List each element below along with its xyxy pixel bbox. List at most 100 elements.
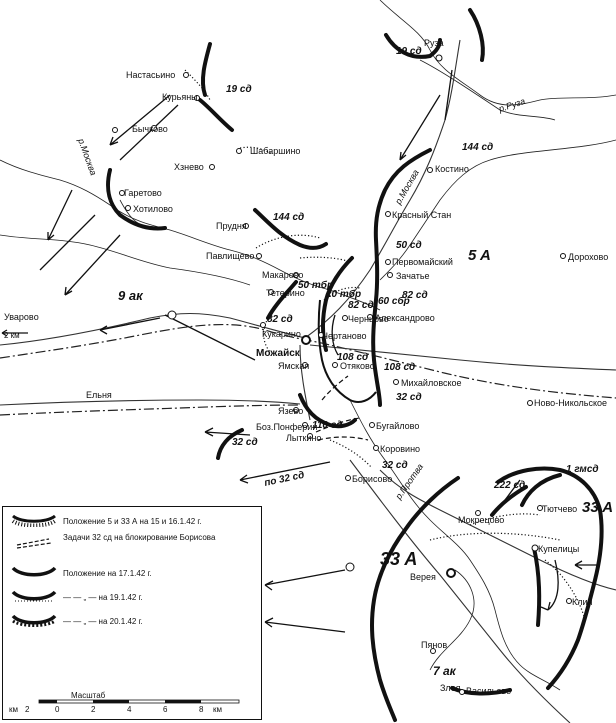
scale-ruler: [38, 699, 240, 704]
division-label: 50 сд: [396, 240, 422, 251]
scale-tick: 2: [91, 705, 96, 714]
army-label: 33 A: [582, 499, 613, 516]
town-label: Бугайлово: [376, 421, 419, 431]
town-label: Клин: [572, 597, 593, 607]
division-label: 108 сд: [337, 352, 368, 363]
town-label: Тютчево: [542, 504, 577, 514]
rivers: [0, 0, 616, 691]
division-label: 60 сбр: [378, 295, 410, 307]
town-label: Ново-Никольское: [534, 398, 607, 408]
town-label: Борисово: [352, 474, 392, 484]
town-label: Макарово: [262, 270, 303, 280]
scale-tick: 4: [127, 705, 132, 714]
division-label: 222 сд: [493, 480, 525, 491]
town-labels: Руза Настасьино Курьяны Бычково Шабаршин…: [4, 38, 608, 696]
legend-label: — — „ — на 19.1.42 г.: [63, 593, 143, 602]
distance-label: 2 км: [4, 331, 20, 340]
army-label: 5 A: [468, 247, 491, 264]
town-label: Настасьино: [126, 70, 175, 80]
scale-tick: 2: [25, 705, 30, 714]
town-label: Руза: [424, 38, 444, 48]
river-label: р.Руза: [497, 96, 527, 114]
town-label: Красный Стан: [392, 210, 451, 220]
division-labels: 19 сд 19 сд 144 сд 144 сд 50 сд 82 сд 60…: [226, 46, 599, 491]
town-label: Костино: [435, 164, 469, 174]
division-label: 19 сд: [226, 84, 252, 95]
town-label: Боз.Понферии: [256, 422, 317, 432]
legend-symbol-task: [16, 538, 52, 549]
town-label: Пянов: [421, 640, 447, 650]
river-label: р.Москва: [76, 136, 99, 176]
division-label: 20 тбр: [325, 288, 361, 300]
division-label: 144 сд: [462, 142, 493, 153]
legend-symbol-191: [11, 590, 57, 602]
direction-label: по 32 сд: [263, 470, 305, 489]
division-label: 108 сд: [384, 362, 415, 373]
division-label: 144 сд: [273, 212, 304, 223]
legend-symbol-201: [11, 614, 57, 627]
town-label: Язево: [278, 406, 303, 416]
town-label: Прудня: [216, 221, 247, 231]
town-markers: [112, 54, 572, 695]
army-label: 7 ак: [433, 664, 457, 678]
town-label: Михайловское: [401, 378, 462, 388]
army-labels: 5 A 9 ак 4 A 33 A 33 A 7 ак: [118, 247, 613, 678]
scale-title: Масштаб: [71, 691, 106, 700]
division-label: 82 сд: [402, 290, 428, 301]
town-label: Александрово: [375, 313, 435, 323]
town-label: Хзнево: [174, 162, 204, 172]
legend-label: Положение 5 и 33 А на 15 и 16.1.42 г.: [63, 517, 202, 526]
town-label: Отяково: [340, 361, 375, 371]
front-lines: [106, 8, 604, 722]
scale-unit: км: [213, 705, 222, 714]
town-label: Зачатье: [396, 271, 430, 281]
legend-symbol-171: [11, 566, 57, 577]
town-label: Павлищево: [206, 251, 254, 261]
army-label: 33 A: [380, 549, 417, 569]
scale-tick: 6: [163, 705, 168, 714]
town-label: Чернцово: [348, 314, 389, 324]
division-label: 19 сд: [396, 46, 422, 57]
town-label: Курьяны: [162, 92, 198, 102]
map-legend: Положение 5 и 33 А на 15 и 16.1.42 г. За…: [2, 506, 262, 720]
army-label: 9 ак: [118, 288, 144, 303]
task-lines: [315, 375, 369, 441]
town-label: Первомайский: [392, 257, 453, 267]
division-label: 110 сд: [312, 420, 342, 431]
division-label: 32 сд: [396, 392, 422, 403]
legend-label: — — „ — на 20.1.42 г.: [63, 617, 143, 626]
scale-tick: 0: [55, 705, 60, 714]
town-label: Купелицы: [538, 544, 579, 554]
town-label: Дорохово: [568, 252, 608, 262]
legend-label: Задачи 32 сд на блокирование Борисова: [63, 533, 216, 542]
town-label: Мокрецово: [458, 515, 504, 525]
town-label: Злея: [440, 683, 461, 693]
division-label: 50 тбр: [298, 279, 333, 291]
town-label: Кукарино: [262, 329, 301, 339]
legend-label: Положение на 17.1.42 г.: [63, 569, 152, 578]
town-label: Шабаршино: [250, 146, 300, 156]
distance-arrow: [1, 329, 28, 337]
scale-unit: км: [9, 705, 18, 714]
division-label: 32 сд: [232, 437, 258, 448]
division-label: 82 сд: [267, 314, 293, 325]
attack-arrows: [39, 69, 600, 633]
town-label: Можайск: [256, 348, 301, 359]
town-label: Коровино: [380, 444, 420, 454]
division-label: 1 гмсд: [566, 464, 599, 475]
legend-symbol-hachured: [11, 514, 57, 527]
town-label: Хотилово: [133, 204, 173, 214]
scale-bar: Масштаб км 2 0 2 4 6 8 км: [9, 691, 259, 719]
scale-tick: 8: [199, 705, 204, 714]
town-label: Ельня: [86, 390, 112, 400]
town-label: Лыткино: [286, 433, 321, 443]
town-label: Ямская: [278, 361, 309, 371]
town-label: Васильево: [466, 686, 511, 696]
town-label: Уваровo: [4, 312, 39, 322]
town-label: Верея: [410, 572, 436, 582]
town-label: Чертаново: [322, 331, 367, 341]
town-label: Тетерино: [266, 288, 305, 298]
town-label: Гаретово: [124, 188, 162, 198]
division-label: 82 сд: [348, 300, 374, 311]
